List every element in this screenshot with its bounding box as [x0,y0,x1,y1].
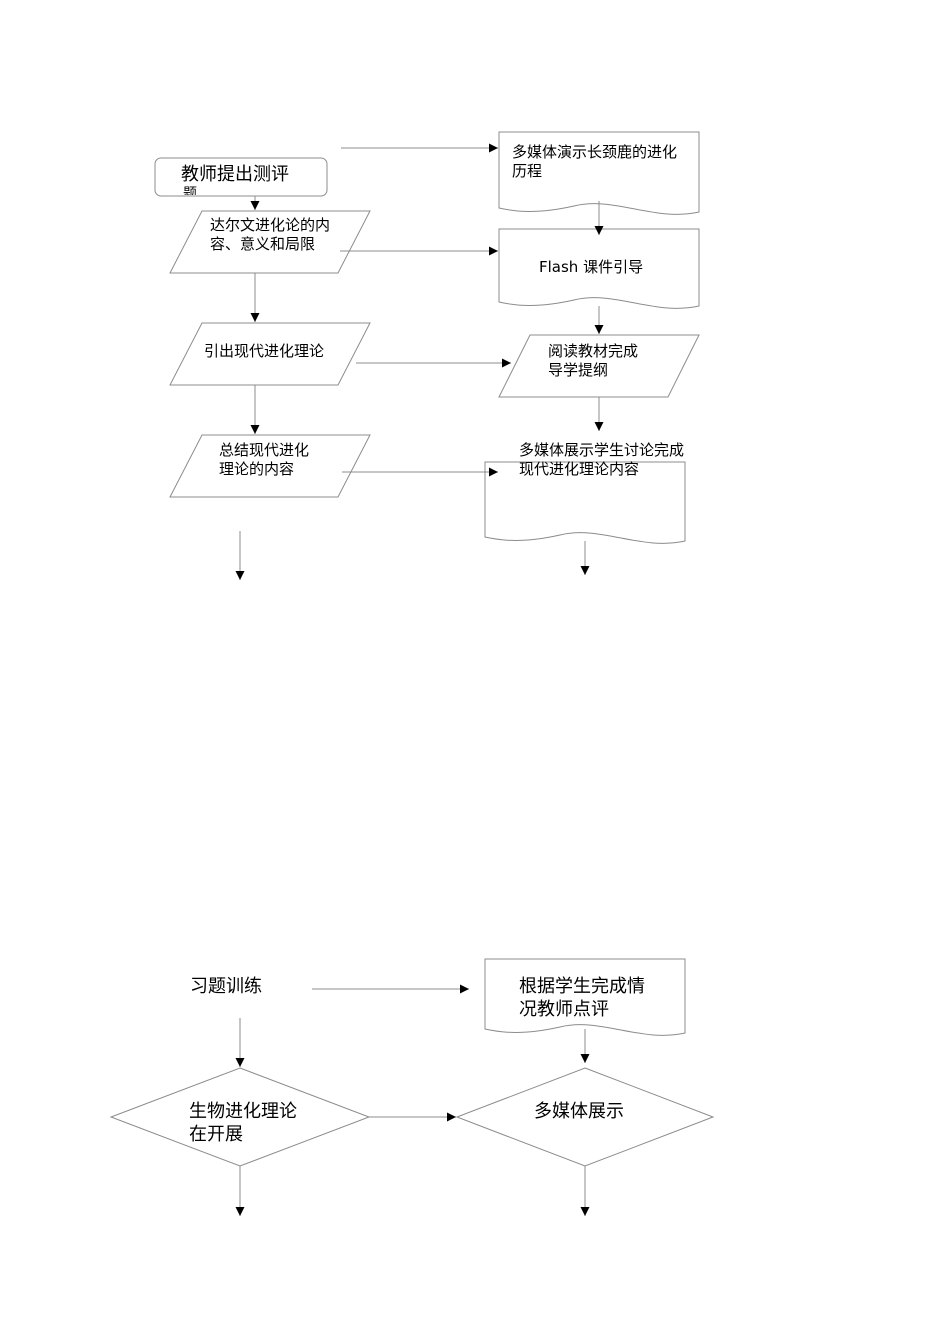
modern-theory-label: 引出现代进化理论 [204,342,324,361]
teacher-comment-document [484,958,686,1036]
bio-development-line1: 生物进化理论 [189,1101,297,1122]
media-demo-document [498,131,700,215]
media-show-line1: 多媒体展示 [534,1101,624,1122]
exercise-line1: 习题训练 [190,976,262,997]
summary-label: 总结现代进化 理论的内容 [219,441,309,479]
teacher-question-line1: 教师提出测评 [181,164,289,185]
media-show-label: 多媒体展示 [534,1101,624,1124]
darwin-theory-label: 达尔文进化论的内 容、意义和局限 [210,216,330,254]
reading-label: 阅读教材完成 导学提纲 [548,342,638,380]
teacher-question-box [154,157,328,197]
modern-theory-line1: 引出现代进化理论 [204,342,325,360]
reading-line1: 阅读教材完成 [548,342,639,360]
media-display-document [484,461,686,544]
teacher-question-line2: 题 [183,186,197,195]
flash-guide-line1: Flash 课件引导 [539,258,644,276]
darwin-theory-line1: 达尔文进化论的内 [210,216,331,234]
bio-development-line2: 在开展 [189,1123,243,1145]
summary-parallelogram [169,434,371,498]
summary-line2: 理论的内容 [219,459,295,478]
darwin-theory-parallelogram [169,210,371,274]
teacher-comment-label: 根据学生完成情 况教师点评 [519,976,645,1021]
media-demo-line2: 历程 [512,161,543,180]
exercise-label: 习题训练 [190,976,262,999]
flash-guide-document [498,228,700,309]
modern-theory-parallelogram [169,322,371,386]
reading-line2: 导学提纲 [548,360,609,379]
teacher-comment-line2: 况教师点评 [519,998,609,1020]
media-display-line1: 多媒体展示学生讨论完成 [519,441,685,459]
media-demo-line1: 多媒体演示长颈鹿的进化 [512,143,678,161]
darwin-theory-line2: 容、意义和局限 [210,234,316,253]
reading-parallelogram [498,334,700,398]
teacher-question-label: 教师提出测评 [181,164,289,187]
media-display-label: 多媒体展示学生讨论完成 现代进化理论内容 [519,441,684,479]
teacher-comment-line1: 根据学生完成情 [519,976,645,997]
flash-guide-label: Flash 课件引导 [539,258,643,277]
media-demo-label: 多媒体演示长颈鹿的进化 历程 [512,143,677,181]
media-display-line2: 现代进化理论内容 [519,459,640,478]
bio-development-label: 生物进化理论 在开展 [189,1101,297,1146]
teacher-question-overflow: 题 [183,186,197,195]
summary-line1: 总结现代进化 [219,441,310,459]
